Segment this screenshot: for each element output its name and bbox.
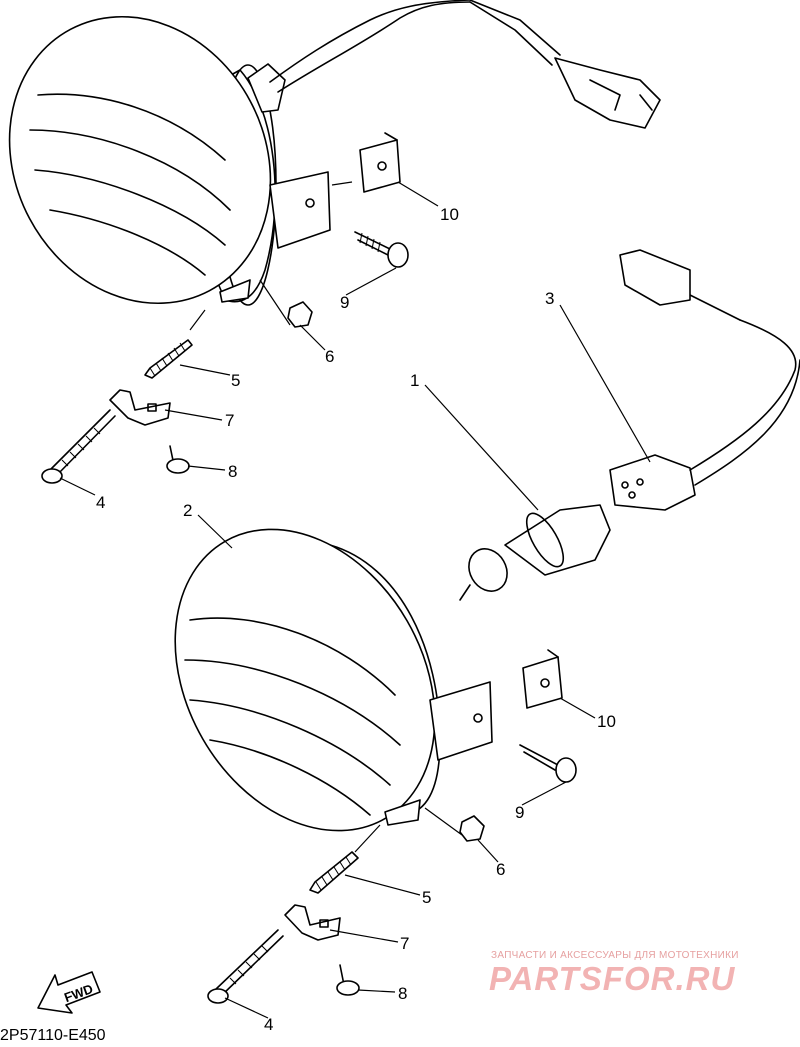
callout-2: 2	[183, 501, 192, 520]
bracket-upper	[109, 389, 171, 426]
callout-1: 1	[410, 371, 419, 390]
headlight-upper	[8, 0, 661, 306]
bolt-upper	[41, 409, 116, 484]
callout-10-lower: 10	[597, 712, 616, 731]
callout-6-lower: 6	[496, 860, 505, 879]
watermark-caption: ЗАПЧАСТИ И АКСЕССУАРЫ ДЛЯ МОТОТЕХНИКИ	[491, 950, 739, 961]
bolt-lower	[207, 929, 284, 1004]
spring-upper	[144, 339, 193, 379]
spring-lower	[309, 851, 359, 894]
bulb	[459, 504, 611, 601]
diagram-code: 2P57110-E450	[0, 1027, 106, 1044]
callout-4-lower: 4	[264, 1015, 273, 1034]
callout-7-upper: 7	[225, 411, 234, 430]
callout-5-upper: 5	[231, 371, 240, 390]
screw-upper	[354, 231, 409, 268]
callout-9-upper: 9	[340, 293, 349, 312]
watermark-logo: PARTSFOR.RU	[489, 960, 736, 997]
callouts: 1 2 3 4 4 5 5 6 6 7 7 8 8 9 9 10 10	[96, 205, 616, 1034]
nut-clip-lower	[522, 649, 563, 709]
wire-harness	[609, 249, 800, 511]
callout-8-lower: 8	[398, 984, 407, 1003]
callout-4-upper: 4	[96, 493, 105, 512]
nut-upper	[287, 301, 313, 328]
screw-lower	[519, 744, 577, 783]
screw-small-lower	[336, 964, 360, 996]
callout-10-upper: 10	[440, 205, 459, 224]
callout-6-upper: 6	[325, 347, 334, 366]
callout-9-lower: 9	[515, 803, 524, 822]
nut-lower	[459, 815, 485, 842]
fwd-arrow-icon: FWD	[37, 971, 101, 1014]
callout-5-lower: 5	[422, 888, 431, 907]
bracket-lower	[284, 904, 341, 941]
leader-lines	[59, 181, 651, 1019]
screw-small-upper	[166, 445, 190, 474]
callout-8-upper: 8	[228, 462, 237, 481]
nut-clip-upper	[359, 132, 401, 193]
callout-3: 3	[545, 289, 554, 308]
headlight-lower	[174, 528, 493, 832]
callout-7-lower: 7	[400, 934, 409, 953]
